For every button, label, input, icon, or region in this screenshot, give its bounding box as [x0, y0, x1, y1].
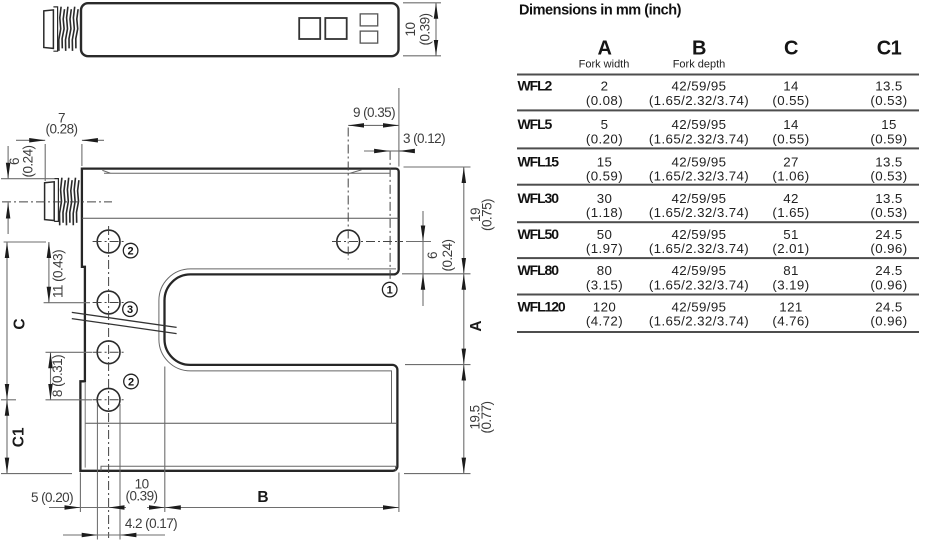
svg-text:42/59/95: 42/59/95	[672, 299, 727, 314]
svg-text:C: C	[784, 38, 798, 60]
svg-text:13.5: 13.5	[875, 155, 902, 170]
svg-text:81: 81	[783, 263, 799, 278]
svg-text:(0.39): (0.39)	[126, 489, 158, 504]
svg-text:121: 121	[779, 299, 802, 314]
svg-text:30: 30	[597, 191, 613, 206]
svg-text:2: 2	[601, 79, 609, 94]
svg-text:42/59/95: 42/59/95	[672, 79, 727, 94]
svg-text:42/59/95: 42/59/95	[672, 117, 727, 132]
svg-text:24.5: 24.5	[875, 299, 902, 314]
svg-text:WFL15: WFL15	[518, 154, 560, 170]
svg-text:(1.65/2.32/3.74): (1.65/2.32/3.74)	[649, 131, 749, 146]
svg-text:15: 15	[597, 155, 613, 170]
svg-text:9 (0.35): 9 (0.35)	[353, 105, 395, 120]
svg-text:(0.59): (0.59)	[586, 169, 623, 184]
svg-text:7: 7	[58, 111, 65, 126]
svg-text:(0.24): (0.24)	[440, 239, 455, 271]
svg-text:(0.53): (0.53)	[870, 205, 907, 220]
svg-text:(0.08): (0.08)	[586, 93, 623, 108]
svg-text:10: 10	[403, 23, 418, 37]
svg-text:24.5: 24.5	[875, 263, 902, 278]
svg-text:(0.39): (0.39)	[418, 13, 433, 45]
svg-text:(1.65/2.32/3.74): (1.65/2.32/3.74)	[649, 241, 749, 256]
svg-text:15: 15	[881, 117, 897, 132]
svg-text:(3.19): (3.19)	[772, 277, 809, 292]
svg-text:(1.65/2.32/3.74): (1.65/2.32/3.74)	[649, 169, 749, 184]
svg-text:13.5: 13.5	[875, 79, 902, 94]
svg-text:(1.97): (1.97)	[586, 241, 623, 256]
svg-text:27: 27	[783, 155, 799, 170]
svg-text:(4.72): (4.72)	[586, 314, 623, 329]
svg-text:WFL2: WFL2	[518, 78, 553, 94]
svg-text:10: 10	[135, 477, 149, 492]
svg-text:42/59/95: 42/59/95	[672, 191, 727, 206]
svg-text:Fork width: Fork width	[579, 59, 630, 71]
svg-text:6: 6	[7, 158, 22, 165]
svg-text:(2.01): (2.01)	[772, 241, 809, 256]
svg-text:B: B	[692, 38, 706, 60]
svg-text:3 (0.12): 3 (0.12)	[403, 131, 445, 146]
svg-text:(1.65/2.32/3.74): (1.65/2.32/3.74)	[649, 205, 749, 220]
svg-text:(0.53): (0.53)	[870, 93, 907, 108]
svg-text:(0.59): (0.59)	[870, 131, 907, 146]
svg-text:(0.96): (0.96)	[870, 314, 907, 329]
svg-text:4.2 (0.17): 4.2 (0.17)	[125, 516, 177, 531]
svg-text:19: 19	[468, 208, 483, 222]
svg-text:42/59/95: 42/59/95	[672, 263, 727, 278]
svg-text:A: A	[598, 38, 612, 60]
svg-text:WFL120: WFL120	[518, 298, 566, 314]
svg-text:51: 51	[783, 227, 799, 242]
svg-text:2: 2	[128, 377, 134, 389]
svg-text:14: 14	[783, 79, 799, 94]
svg-text:50: 50	[597, 227, 613, 242]
svg-text:13.5: 13.5	[875, 191, 902, 206]
svg-text:C1: C1	[877, 38, 902, 60]
svg-text:42/59/95: 42/59/95	[672, 227, 727, 242]
svg-text:WFL5: WFL5	[518, 116, 553, 132]
svg-text:(0.20): (0.20)	[586, 131, 623, 146]
svg-text:19.5: 19.5	[468, 405, 483, 429]
svg-text:(0.24): (0.24)	[20, 145, 35, 177]
svg-text:2: 2	[128, 246, 134, 258]
svg-text:(1.06): (1.06)	[772, 169, 809, 184]
svg-text:(0.55): (0.55)	[772, 93, 809, 108]
svg-text:Dimensions in mm (inch): Dimensions in mm (inch)	[519, 3, 682, 19]
svg-text:B: B	[257, 489, 268, 506]
svg-text:C1: C1	[10, 427, 27, 447]
svg-text:5 (0.20): 5 (0.20)	[31, 490, 73, 505]
svg-text:14: 14	[783, 117, 799, 132]
svg-text:A: A	[468, 320, 485, 331]
svg-text:WFL30: WFL30	[518, 190, 560, 206]
svg-text:8 (0.31): 8 (0.31)	[50, 355, 65, 397]
svg-text:Fork depth: Fork depth	[673, 59, 726, 71]
svg-text:WFL80: WFL80	[518, 262, 560, 278]
svg-text:(3.15): (3.15)	[586, 277, 623, 292]
svg-text:(0.53): (0.53)	[870, 169, 907, 184]
svg-text:(0.28): (0.28)	[46, 122, 78, 137]
svg-text:(1.18): (1.18)	[586, 205, 623, 220]
svg-text:(4.76): (4.76)	[772, 314, 809, 329]
svg-text:(0.96): (0.96)	[870, 241, 907, 256]
svg-text:(0.77): (0.77)	[479, 401, 494, 433]
svg-text:(1.65): (1.65)	[772, 205, 809, 220]
svg-text:42: 42	[783, 191, 799, 206]
svg-text:(0.55): (0.55)	[772, 131, 809, 146]
svg-text:80: 80	[597, 263, 613, 278]
svg-text:24.5: 24.5	[875, 227, 902, 242]
svg-text:(1.65/2.32/3.74): (1.65/2.32/3.74)	[649, 314, 749, 329]
svg-text:(0.75): (0.75)	[479, 199, 494, 231]
svg-text:(1.65/2.32/3.74): (1.65/2.32/3.74)	[649, 277, 749, 292]
svg-text:120: 120	[593, 299, 616, 314]
svg-text:WFL50: WFL50	[518, 226, 560, 242]
svg-text:(1.65/2.32/3.74): (1.65/2.32/3.74)	[649, 93, 749, 108]
svg-text:C: C	[11, 318, 28, 329]
svg-text:1: 1	[387, 285, 393, 297]
svg-text:6: 6	[425, 252, 440, 259]
svg-text:42/59/95: 42/59/95	[672, 155, 727, 170]
svg-text:3: 3	[127, 304, 133, 316]
svg-text:11 (0.43): 11 (0.43)	[50, 250, 65, 298]
svg-text:5: 5	[601, 117, 609, 132]
svg-text:(0.96): (0.96)	[870, 277, 907, 292]
